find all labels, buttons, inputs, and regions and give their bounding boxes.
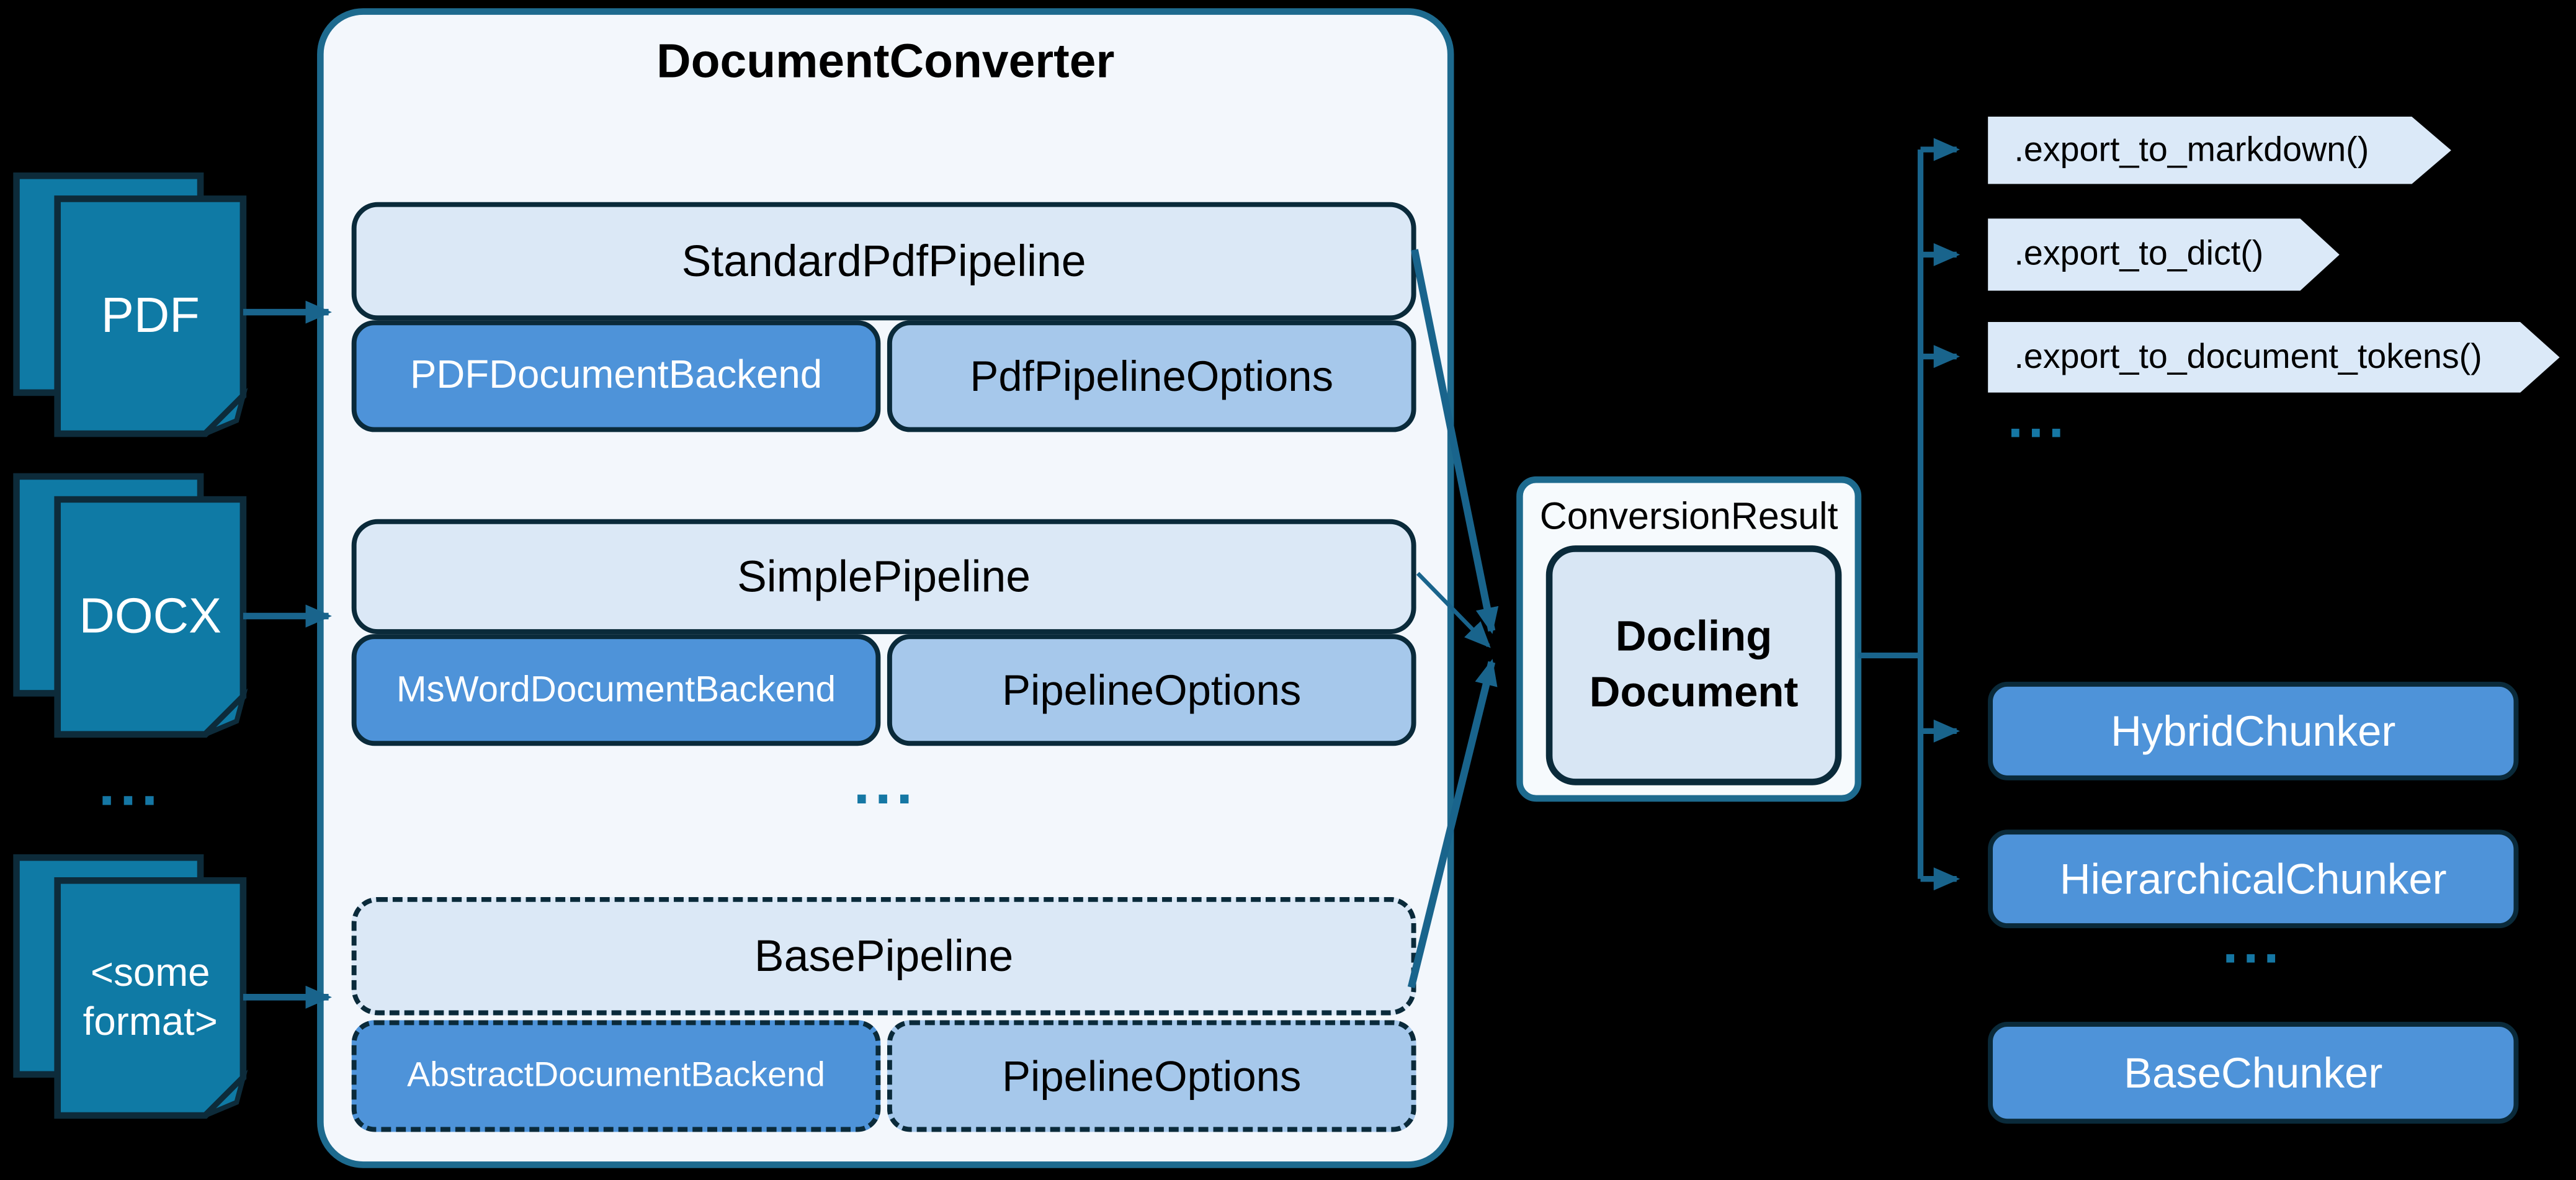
options-box-pdf: PdfPipelineOptions (887, 320, 1416, 432)
docling-document-label: Docling Document (1589, 611, 1799, 717)
chunker-label: HierarchicalChunker (2059, 853, 2447, 903)
input-label: DOCX (79, 589, 222, 644)
folded-corner-icon (203, 688, 248, 737)
input-pdf-stack: PDF (13, 172, 248, 439)
conversion-result-panel: ConversionResult Docling Document (1516, 476, 1862, 802)
backend-label: AbstractDocumentBackend (407, 1056, 825, 1094)
export-label: .export_to_document_tokens() (2014, 337, 2482, 376)
chunker-box-hierarchical: HierarchicalChunker (1988, 829, 2519, 929)
pipeline-label: StandardPdfPipeline (681, 235, 1086, 285)
chunker-label: BaseChunker (2124, 1047, 2383, 1097)
folded-corner-icon (203, 1069, 248, 1118)
document-stack-icon (13, 473, 248, 738)
pipeline-label: SimplePipeline (737, 551, 1031, 601)
export-chip-dict: .export_to_dict() (1988, 218, 2340, 291)
exports-ellipsis: ... (2007, 387, 2069, 450)
export-chip-markdown: .export_to_markdown() (1988, 117, 2451, 184)
export-label: .export_to_markdown() (2014, 130, 2369, 169)
options-label: PipelineOptions (1002, 1050, 1302, 1100)
input-label: <some format> (83, 950, 218, 1044)
converter-title: DocumentConverter (656, 36, 1115, 89)
conversion-result-label: ConversionResult (1539, 494, 1838, 537)
backend-label: PDFDocumentBackend (409, 353, 823, 398)
export-chip-doctokens: .export_to_document_tokens() (1988, 322, 2560, 393)
export-label: .export_to_dict() (2014, 235, 2264, 273)
input-ellipsis: ... (98, 751, 163, 818)
options-label: PipelineOptions (1002, 664, 1302, 714)
options-label: PdfPipelineOptions (970, 351, 1334, 400)
backend-box-msword: MsWordDocumentBackend (351, 634, 881, 746)
pipeline-box-simple: SimplePipeline (351, 519, 1416, 635)
input-label: PDF (101, 288, 200, 343)
document-stack-icon (13, 172, 248, 437)
document-converter-panel: DocumentConverter StandardPdfPipeline PD… (317, 8, 1454, 1168)
backend-label: MsWordDocumentBackend (396, 668, 836, 710)
docling-document-box: Docling Document (1545, 545, 1842, 785)
pipeline-box-base: BasePipeline (351, 896, 1416, 1016)
folded-corner-icon (203, 387, 248, 436)
document-stack-icon (13, 854, 248, 1119)
chunker-box-hybrid: HybridChunker (1988, 681, 2519, 780)
backend-box-pdf: PDFDocumentBackend (351, 320, 881, 432)
converter-ellipsis: ... (853, 749, 918, 817)
input-someformat-stack: <some format> (13, 854, 248, 1120)
pipeline-box-standardpdf: StandardPdfPipeline (351, 202, 1416, 321)
pipeline-label: BasePipeline (754, 931, 1014, 980)
input-docx-stack: DOCX (13, 473, 248, 740)
chunker-box-base: BaseChunker (1988, 1022, 2519, 1124)
chunkers-ellipsis: ... (2222, 913, 2284, 976)
chunker-label: HybridChunker (2111, 705, 2396, 755)
options-box-simple: PipelineOptions (887, 634, 1416, 746)
options-box-base: PipelineOptions (887, 1020, 1416, 1132)
backend-box-abstract: AbstractDocumentBackend (351, 1020, 881, 1132)
